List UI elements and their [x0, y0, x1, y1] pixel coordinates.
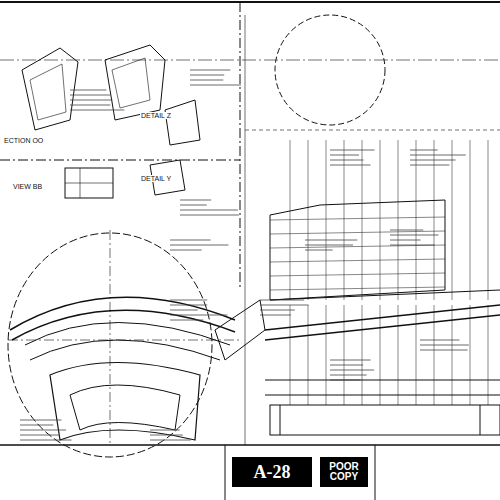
bulkhead-view — [8, 230, 265, 457]
sheet-label: POOR COPY — [324, 462, 364, 483]
side-view — [245, 15, 500, 445]
title-block-box: POOR COPY — [320, 457, 368, 487]
view-label: VIEW BB — [12, 183, 43, 190]
rib-lines — [270, 140, 488, 405]
sheet-label: A-28 — [254, 463, 291, 482]
view-label: DETAIL Z — [140, 112, 172, 119]
note-strokes — [20, 70, 469, 445]
detail-sketches — [22, 45, 200, 198]
view-label: ECTION OO — [3, 137, 44, 144]
view-label: DETAIL Y — [140, 175, 172, 182]
title-block-box: A-28 — [232, 457, 312, 487]
